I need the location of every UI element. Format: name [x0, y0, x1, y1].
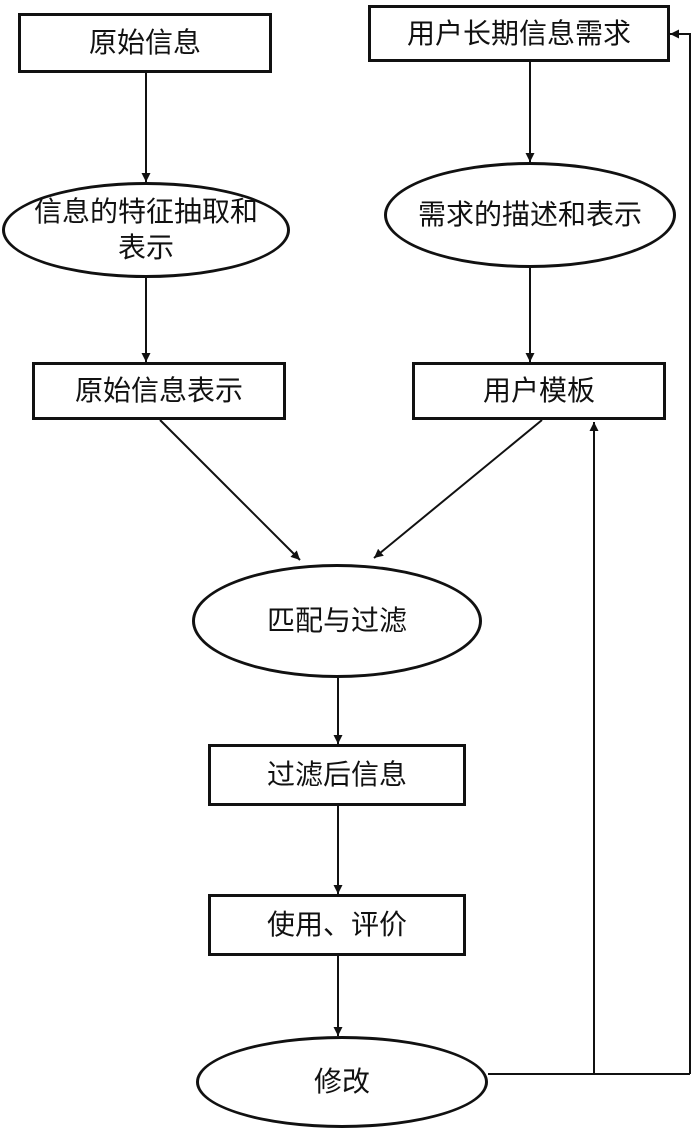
- node-need-description-label: 需求的描述和表示: [417, 198, 642, 231]
- node-raw-info-representation: 原始信息表示: [32, 362, 286, 420]
- node-use-evaluate: 使用、评价: [208, 894, 466, 956]
- node-user-template: 用户模板: [412, 362, 666, 420]
- node-filtered-info-label: 过滤后信息: [266, 758, 407, 791]
- node-user-long-term-needs: 用户长期信息需求: [368, 5, 670, 62]
- node-raw-info-label: 原始信息: [88, 26, 201, 59]
- node-match-filter: 匹配与过滤: [192, 564, 482, 678]
- arrow-representation-to-match: [159, 419, 301, 561]
- node-user-long-term-needs-label: 用户长期信息需求: [406, 16, 631, 50]
- node-modify-label: 修改: [313, 1065, 370, 1098]
- arrow-template-to-match: [373, 419, 543, 559]
- node-match-filter-label: 匹配与过滤: [266, 604, 407, 637]
- node-raw-info-representation-label: 原始信息表示: [74, 374, 243, 407]
- node-feature-extraction-label: 信息的特征抽取和表示: [33, 195, 258, 264]
- arrow-modify-to-needs: [670, 29, 691, 1074]
- node-use-evaluate-label: 使用、评价: [266, 908, 407, 941]
- node-feature-extraction: 信息的特征抽取和表示: [2, 182, 290, 278]
- node-need-description: 需求的描述和表示: [384, 162, 676, 268]
- node-filtered-info: 过滤后信息: [208, 744, 466, 806]
- node-modify: 修改: [196, 1036, 488, 1128]
- node-user-template-label: 用户模板: [482, 374, 595, 407]
- node-raw-info: 原始信息: [18, 13, 272, 73]
